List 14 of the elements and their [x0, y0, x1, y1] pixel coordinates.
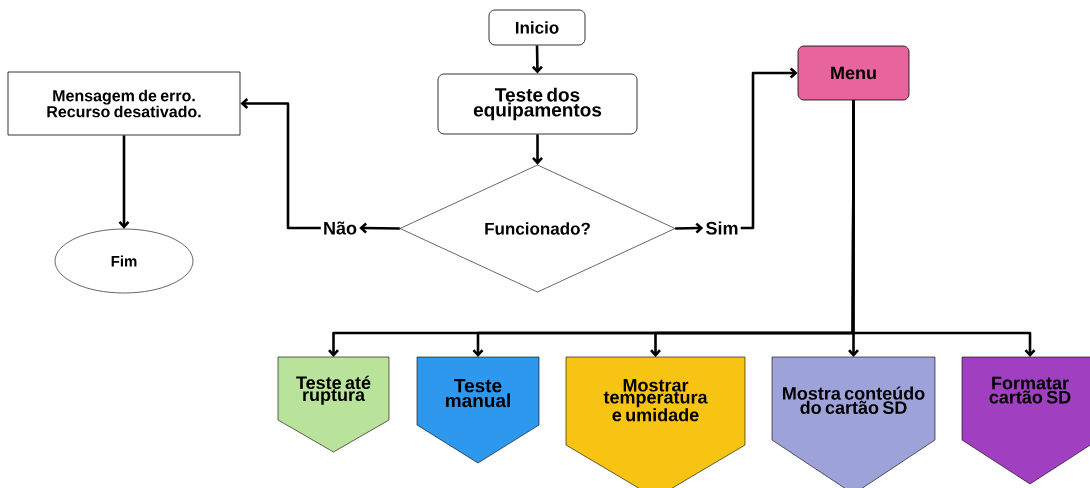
arrow [851, 100, 1036, 357]
branch-label: Não [324, 221, 357, 235]
arrow [532, 134, 543, 165]
start-box: Inicio [488, 9, 586, 46]
branch-label: Sim [706, 221, 738, 235]
arrow [531, 45, 543, 74]
message-box: Mensagem de erro. Recurso desativado. [7, 71, 241, 136]
process-box: Teste dos equipamentos [437, 73, 638, 135]
arrow [740, 67, 798, 230]
arrow [240, 98, 321, 230]
arrow [359, 222, 400, 234]
menu-box: Menu [797, 45, 910, 101]
arrow [675, 222, 704, 234]
arrow [118, 135, 130, 229]
